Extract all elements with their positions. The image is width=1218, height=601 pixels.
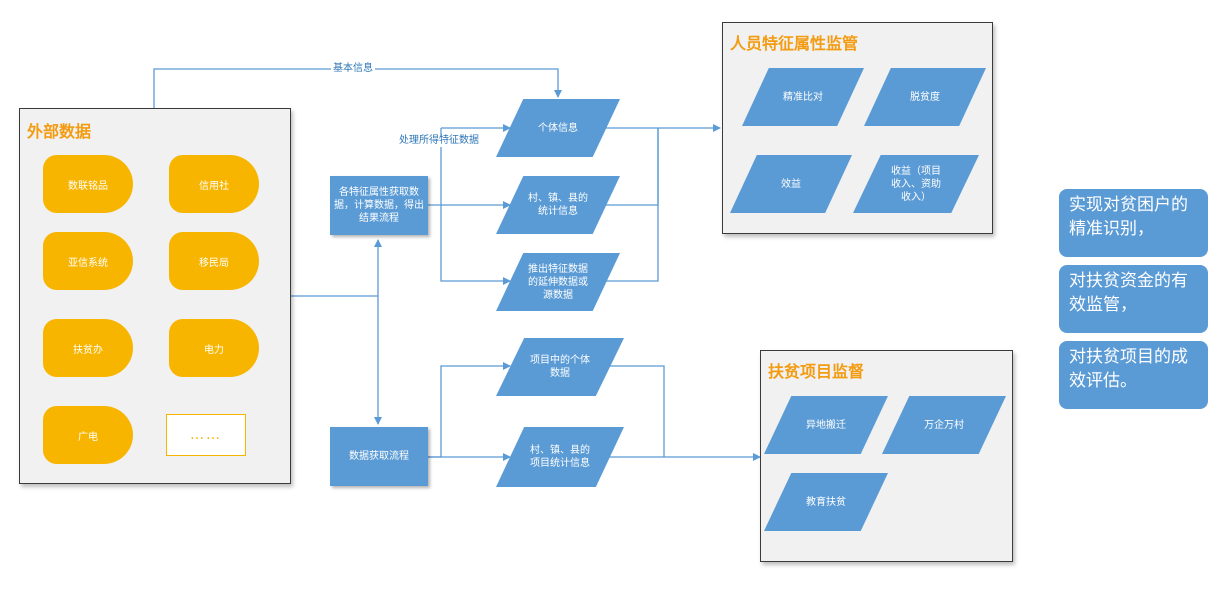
edge-project-individual-to-merge <box>596 365 665 457</box>
source-asiainfo: 亚信系统 <box>43 232 133 290</box>
source-credit-union: 信用社 <box>169 155 259 213</box>
edge-feature-to-derived <box>440 128 511 285</box>
edge-derived-to-merge <box>596 128 659 282</box>
goal-project-evaluation: 对扶贫项目的成效评估。 <box>1059 341 1208 409</box>
goal-precise-identification: 实现对贫困户的精准识别， <box>1059 189 1208 257</box>
source-power: 电力 <box>169 319 259 377</box>
label-basic-info: 基本信息 <box>331 63 375 75</box>
edge-acq-to-project-individual <box>428 362 511 458</box>
goal-fund-supervision: 对扶贫资金的有效监管， <box>1059 265 1208 333</box>
source-poverty-office: 扶贫办 <box>43 319 133 377</box>
source-immigration: 移民局 <box>169 232 259 290</box>
personnel-panel-title: 人员特征属性监管 <box>730 34 859 53</box>
project-panel-title: 扶贫项目监督 <box>768 362 865 381</box>
process-acquisition-flow: 数据获取流程 <box>330 427 428 486</box>
process-feature-flow: 各特征属性获取数据，计算数据，得出结果流程 <box>330 176 428 235</box>
source-broadcast: 广电 <box>43 406 133 464</box>
external-data-title: 外部数据 <box>27 122 92 141</box>
source-shulian: 数联铭品 <box>43 155 133 213</box>
label-processed-features: 处理所得特征数据 <box>397 135 481 147</box>
more-sources-box: …… <box>166 414 246 456</box>
